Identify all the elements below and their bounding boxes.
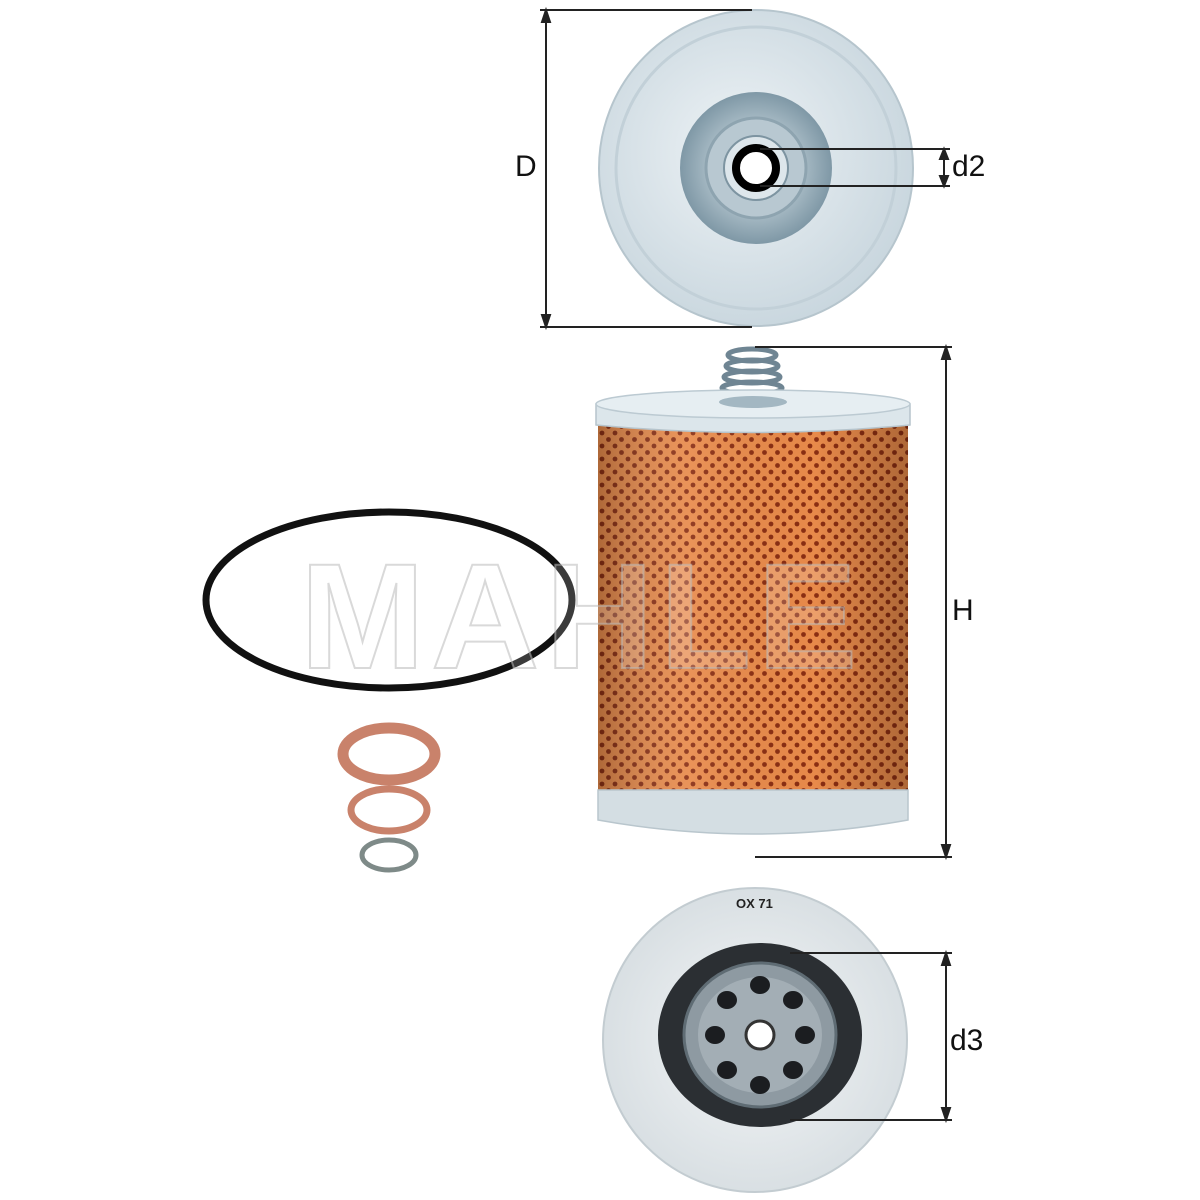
dimension-lines [540, 6, 952, 1124]
filter-media-shade [598, 420, 908, 800]
bottom-center-hole [744, 1019, 776, 1051]
part-code: OX 71 [736, 896, 773, 911]
label-d2: d2 [952, 150, 985, 183]
bottom-view: OX 71 [602, 887, 908, 1193]
gaskets [202, 508, 576, 873]
large-o-ring [202, 508, 576, 692]
top-center-hole [732, 144, 780, 192]
copper-washer-large [337, 722, 441, 786]
label-d3: d3 [950, 1024, 983, 1057]
label-D: D [515, 150, 537, 183]
copper-washer-medium [347, 785, 431, 835]
label-H: H [952, 594, 974, 627]
side-view [595, 346, 911, 835]
top-view [598, 9, 914, 327]
bottom-flow-holes [705, 976, 815, 1094]
top-cap-hub [719, 396, 787, 408]
top-end-cap-rim [614, 25, 898, 311]
bottom-end-cap-side [597, 789, 909, 835]
mahle-watermark: MAHLE [300, 532, 863, 700]
small-o-ring [359, 837, 419, 873]
